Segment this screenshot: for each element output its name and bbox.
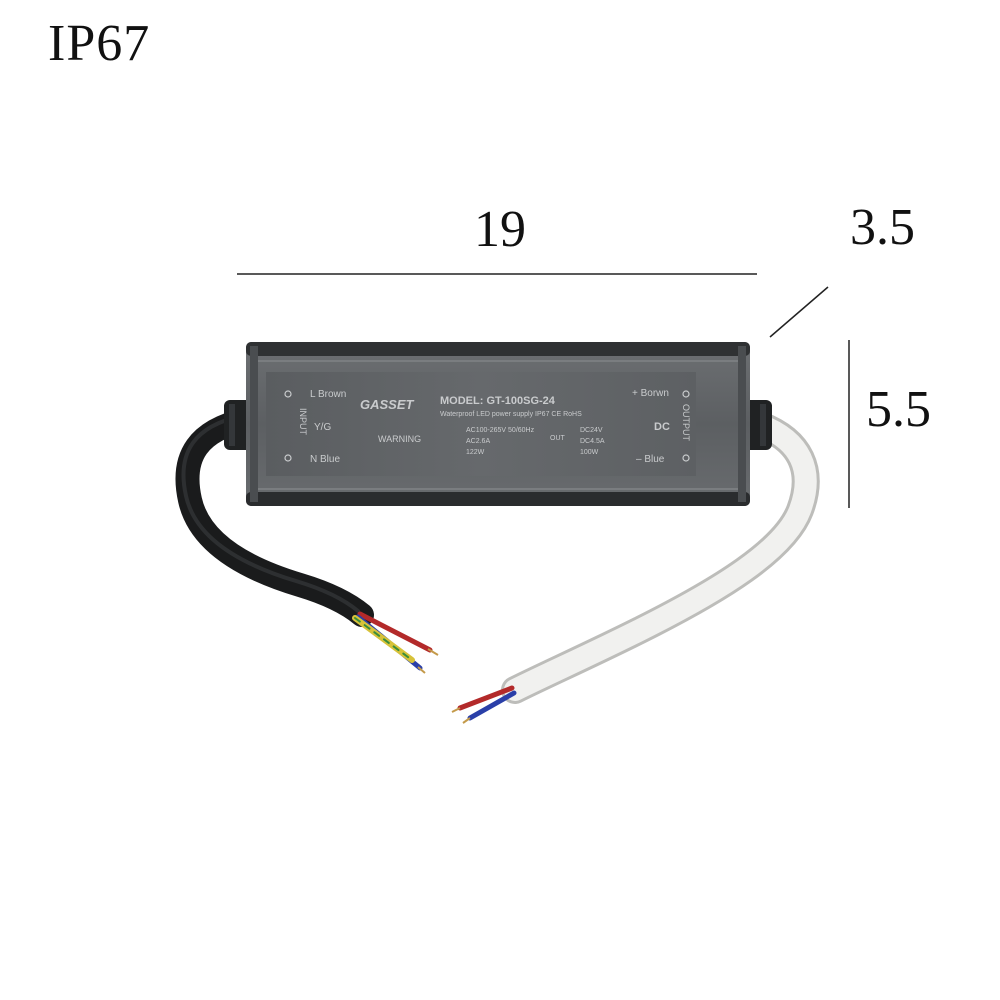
spec-power: 122W (466, 449, 485, 456)
length-dimension-label: 19 (474, 201, 526, 258)
height-dimension-label: 5.5 (866, 381, 931, 438)
housing-label: L Brown GASSET INPUT Y/G WARNING N Blue … (284, 388, 691, 465)
ip-rating-label: IP67 (48, 15, 151, 72)
out-tag: OUT (550, 435, 566, 442)
dc-label: DC (654, 421, 670, 433)
output-cable (451, 411, 820, 724)
spec-output-power: 100W (580, 449, 599, 456)
wire-l-label: L Brown (310, 389, 346, 400)
wire-n-label: N Blue (310, 454, 340, 465)
wire-pos-label: + Borwn (632, 388, 669, 399)
model-label: MODEL: GT-100SG-24 (440, 395, 556, 407)
spec-input-current: AC2.6A (466, 438, 490, 445)
input-section-label: INPUT (298, 408, 308, 436)
warning-label: WARNING (378, 434, 421, 444)
depth-dimension-line (769, 286, 829, 338)
spec-output-voltage: DC24V (580, 427, 603, 434)
brand-label: GASSET (360, 397, 415, 412)
input-cable (175, 408, 439, 674)
power-supply-housing (246, 342, 750, 506)
depth-dimension-label: 3.5 (850, 199, 915, 256)
wire-neg-label: – Blue (636, 454, 665, 465)
spec-input-voltage: AC100-265V 50/60Hz (466, 427, 535, 434)
spec-output-current: DC4.5A (580, 438, 605, 445)
description-label: Waterproof LED power supply IP67 CE RoHS (440, 411, 582, 418)
wire-yg-label: Y/G (314, 422, 331, 433)
output-section-label: OUTPUT (681, 404, 691, 442)
